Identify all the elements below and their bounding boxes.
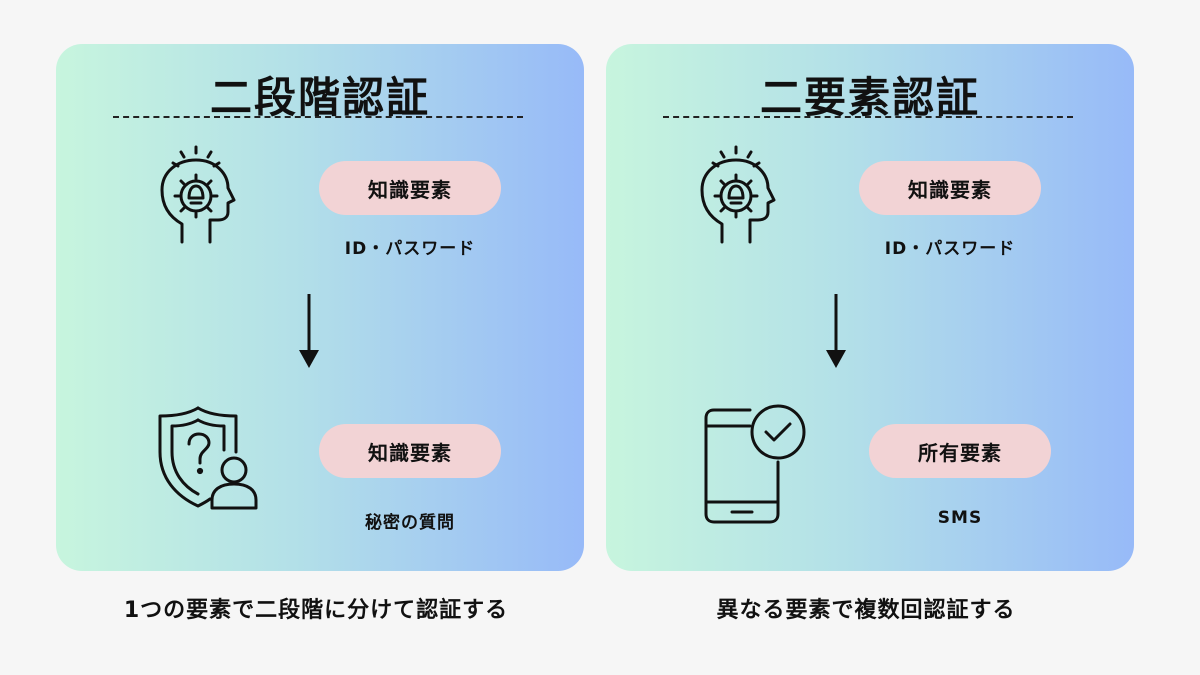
title-divider bbox=[113, 116, 523, 118]
knowledge-factor-pill: 知識要素 bbox=[859, 161, 1041, 215]
smartphone-check-icon bbox=[702, 404, 814, 528]
two-step-auth-panel: 二段階認証 知識要素 ID・パスワード bbox=[56, 44, 584, 571]
two-factor-auth-panel: 二要素認証 知識要素 ID・パスワード bbox=[606, 44, 1134, 571]
possession-factor-pill: 所有要素 bbox=[869, 424, 1051, 478]
panel-title: 二要素認証 bbox=[759, 73, 980, 122]
sms-label: SMS bbox=[937, 508, 983, 528]
title-divider bbox=[663, 116, 1073, 118]
secret-question-label: 秘密の質問 bbox=[365, 513, 455, 533]
shield-question-user-icon bbox=[154, 404, 262, 514]
brain-lightbulb-icon bbox=[154, 144, 238, 248]
arrow-down-icon bbox=[825, 292, 847, 374]
brain-lightbulb-icon bbox=[694, 144, 778, 248]
two-step-caption: 1つの要素で二段階に分けて認証する bbox=[123, 598, 509, 623]
arrow-down-icon bbox=[298, 292, 320, 374]
knowledge-factor-pill: 知識要素 bbox=[319, 161, 501, 215]
knowledge-factor-pill: 知識要素 bbox=[319, 424, 501, 478]
two-factor-caption: 異なる要素で複数回認証する bbox=[716, 598, 1016, 623]
panel-title: 二段階認証 bbox=[209, 73, 430, 122]
id-password-label: ID・パスワード bbox=[884, 239, 1016, 259]
id-password-label: ID・パスワード bbox=[344, 239, 476, 259]
